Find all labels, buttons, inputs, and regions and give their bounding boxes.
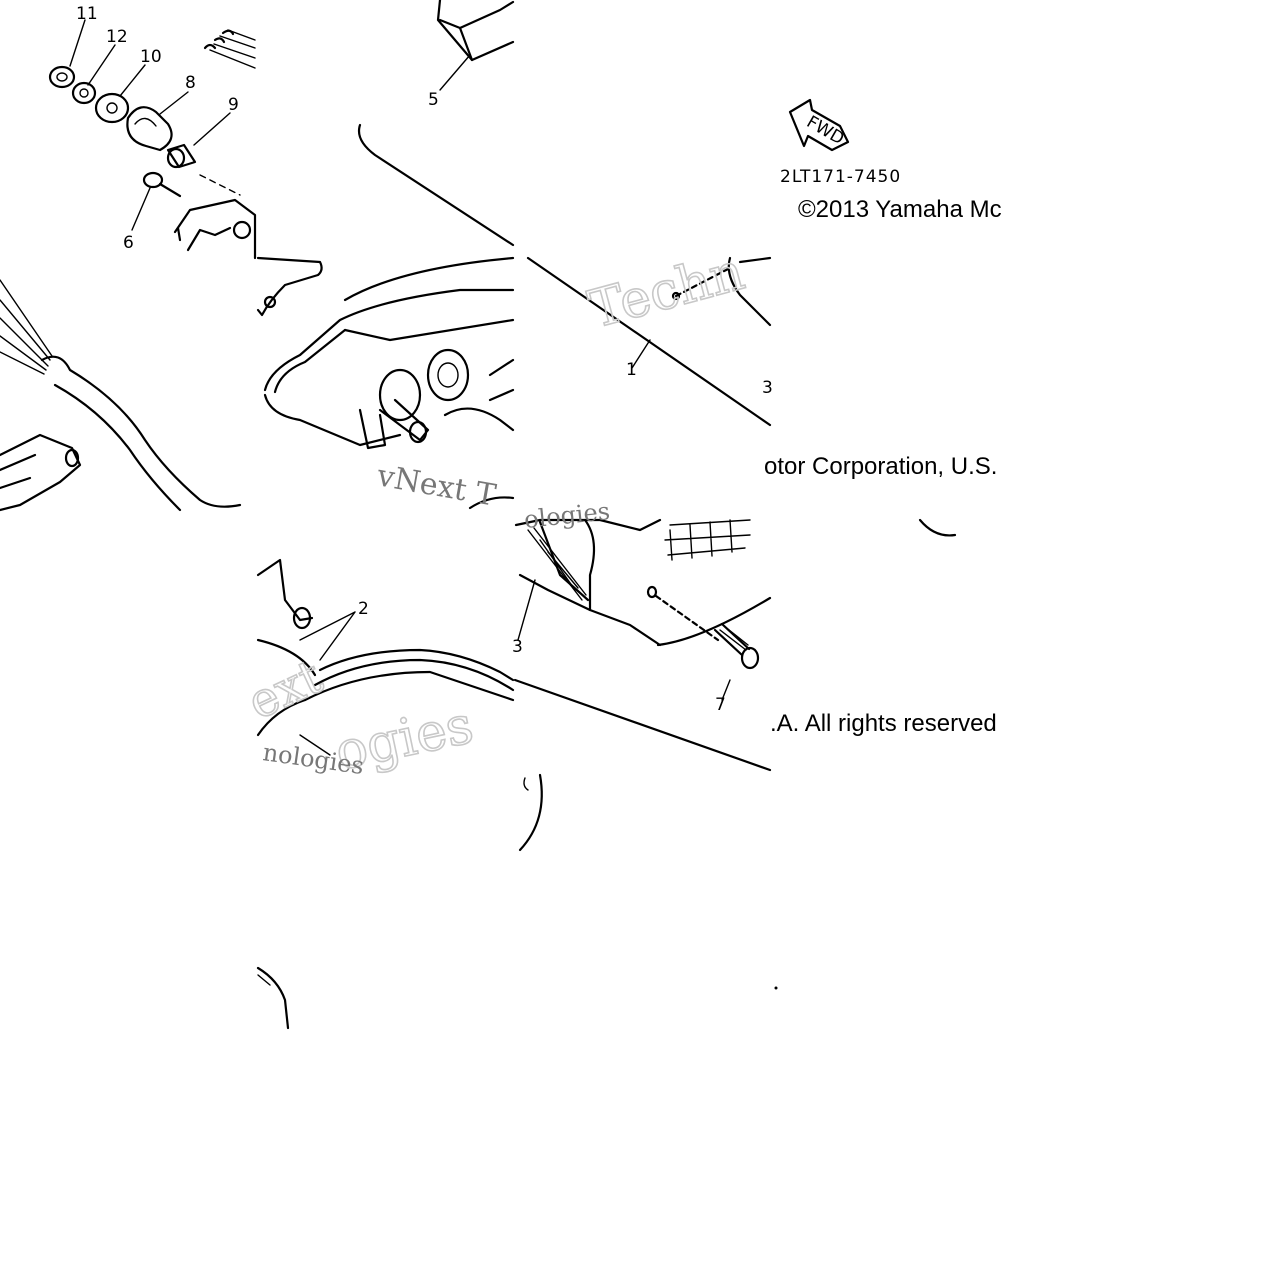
callout-8: 8 (185, 73, 196, 93)
lamp-housing (256, 256, 515, 510)
hardware-stack (48, 19, 257, 260)
callout-12: 12 (106, 27, 128, 47)
reflector-and-screw (513, 518, 957, 772)
copyright-line-1: ©2013 Yamaha Mc (798, 196, 1002, 223)
callout-3-top: 3 (762, 378, 773, 398)
callout-6: 6 (123, 233, 134, 253)
part-code: 2LT171-7450 (780, 167, 901, 187)
watermark-fragment-3: ologies (523, 497, 612, 534)
copyright-line-2: otor Corporation, U.S. (764, 453, 998, 480)
wire-harness (0, 279, 242, 512)
lens-2 (256, 558, 515, 756)
callout-3: 3 (512, 637, 523, 657)
watermark-fragment-2: vNext T (374, 458, 499, 513)
callout-2: 2 (358, 599, 369, 619)
callout-11: 11 (76, 4, 98, 24)
watermark-fragment-4: ext (239, 649, 330, 731)
copyright-line-3: .A. All rights reserved (770, 710, 997, 737)
callout-10: 10 (140, 47, 162, 67)
callout-7: 7 (715, 695, 726, 715)
lens-edge (526, 256, 772, 427)
callout-5: 5 (428, 90, 439, 110)
watermark-fragment-1: Techn (583, 242, 751, 341)
callout-9: 9 (228, 95, 239, 115)
lower-fragments (256, 773, 778, 1030)
fwd-arrow (788, 98, 850, 152)
bracket-5 (357, 0, 515, 247)
callout-1: 1 (626, 360, 637, 380)
